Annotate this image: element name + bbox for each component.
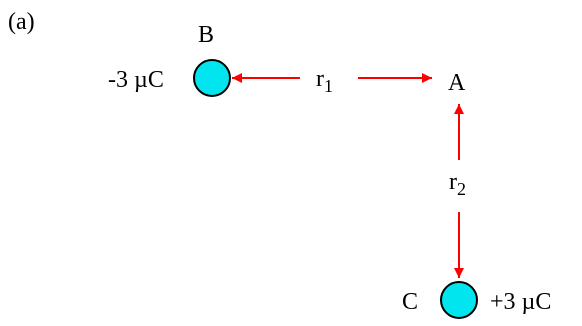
charge-b-value: -3 µC bbox=[108, 67, 164, 93]
charge-c-value: +3 µC bbox=[490, 289, 551, 315]
charge-b-circle bbox=[193, 59, 231, 97]
point-b-label: B bbox=[198, 22, 214, 48]
point-a-label: A bbox=[448, 70, 466, 96]
charge-c-circle bbox=[440, 281, 478, 319]
r2-label: r2 bbox=[449, 169, 466, 199]
panel-label: (a) bbox=[8, 9, 35, 35]
r1-label: r1 bbox=[316, 66, 333, 96]
point-c-label: C bbox=[402, 289, 418, 315]
